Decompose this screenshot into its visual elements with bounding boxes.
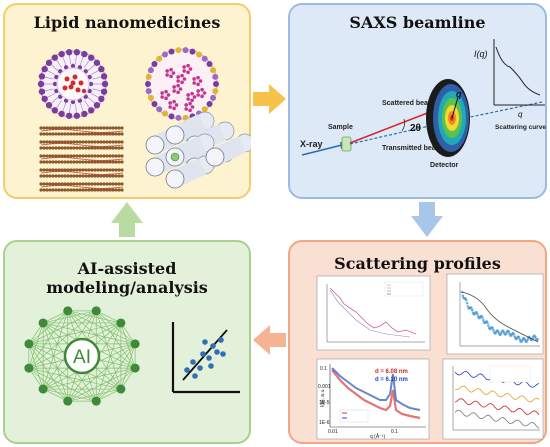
detector-icon [426,79,470,157]
xray-beam [301,144,343,156]
iq-label: I(q) [474,49,488,59]
arrow-right-icon [253,84,286,114]
lipid-nanoparticle-icon [145,47,219,121]
plot-multi-curves [316,275,431,351]
plot-fit-curve [446,273,544,355]
y-axis-label: I(q), a.u. [320,388,326,407]
panel-lipid-nanomedicines: Lipid nanomedicines [3,3,251,199]
panel-title: AI-assisted modeling/analysis [46,259,208,297]
panel-title: Scattering profiles [334,254,501,273]
scattering-curve-label: Scattering curve [495,124,546,131]
two-theta-label: 2θ [410,123,421,134]
panel-saxs-beamline: SAXS beamline X-ray Sample Scattered bea… [288,3,547,199]
sample-label: Sample [328,124,353,131]
scattering-curve-plot: I(q) q Scattering curve [474,39,546,131]
panel-ai-modeling: AI-assisted modeling/analysis AI [3,240,251,444]
scattered-beam-label: Scattered beam [382,100,434,107]
svg-text:0.001: 0.001 [318,384,331,390]
lamellar-phase-icon [39,126,124,192]
svg-text:0.1: 0.1 [320,366,327,372]
saxs-schematic: X-ray Sample Scattered beam Transmitted … [300,39,546,169]
hexagonal-phase-icon [145,111,251,189]
arrow-down-icon [411,202,443,237]
ai-label: AI [73,347,91,368]
panel-title: Lipid nanomedicines [33,13,221,32]
panel-scattering-profiles: Scattering profiles d = 6.08 nm [288,240,547,444]
detector-label: Detector [430,162,459,169]
xray-label: X-ray [300,139,323,149]
ai-illustrations: AI [24,306,240,406]
neural-network-icon [24,306,140,406]
q-axis-label: q [518,110,523,119]
svg-text:1E-5: 1E-5 [319,400,330,406]
scattering-plots: d = 6.08 nm d = 6.10 nm 0.1 0.001 1E-5 1… [316,273,544,440]
panel-title: SAXS beamline [349,13,486,32]
arrow-left-icon [253,325,286,355]
plot-stacked-curves [442,358,544,440]
sample-vial-icon [341,136,352,152]
svg-text:1E-6: 1E-6 [319,420,330,426]
arrow-up-icon [111,202,143,237]
d-spacing-2: d = 6.10 nm [375,377,408,383]
q-vector-label: q [456,89,462,99]
plot-bragg-peak: d = 6.08 nm d = 6.10 nm 0.1 0.001 1E-5 1… [316,358,430,440]
regression-plot-icon [171,322,240,394]
svg-text:0.01: 0.01 [328,429,338,435]
svg-text:0.1: 0.1 [391,429,398,435]
x-axis-label: q (Å⁻¹) [370,433,385,440]
lipid-illustrations [37,47,251,192]
transmitted-beam-label: Transmitted beam [382,145,442,152]
d-spacing-1: d = 6.08 nm [375,369,408,375]
liposome-icon [37,49,109,119]
